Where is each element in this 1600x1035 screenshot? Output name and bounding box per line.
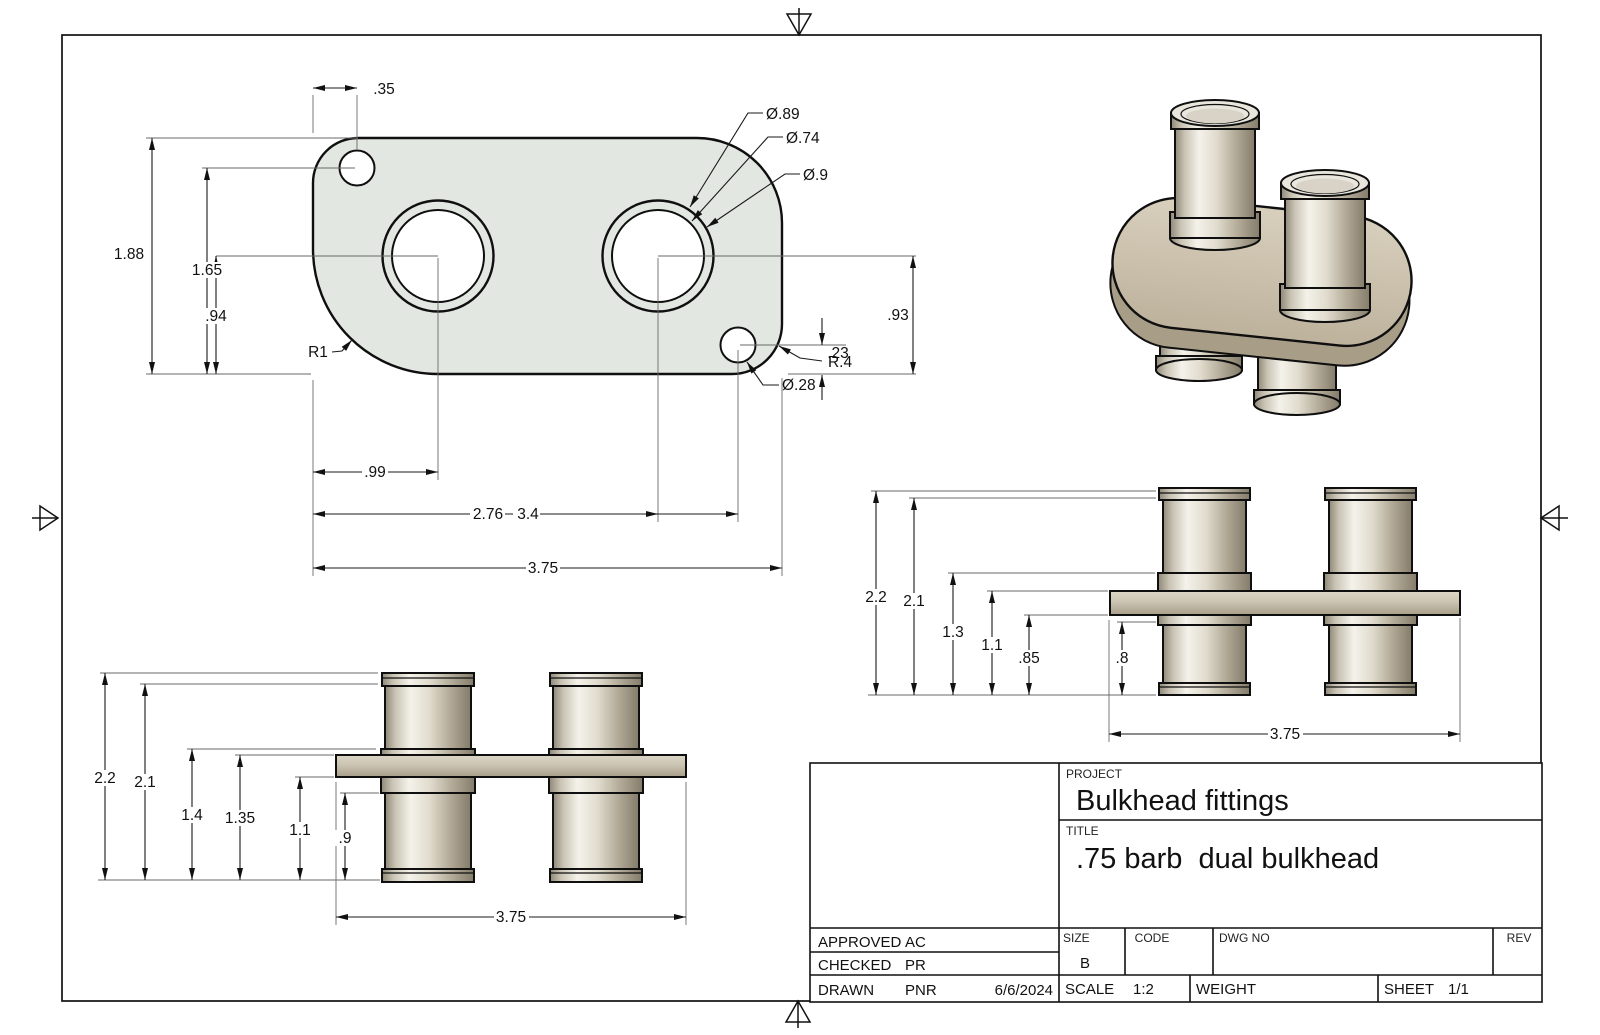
size-value: B bbox=[1080, 955, 1090, 972]
side-dim-body-height: 2.1 bbox=[903, 593, 925, 610]
front-view-labels: 2.2 2.1 1.4 1.35 1.1 .9 3.75 bbox=[93, 770, 529, 926]
side-view-extension-lines bbox=[868, 490, 1461, 742]
side-dim-collar-top: 1.3 bbox=[942, 624, 964, 641]
side-right-barb bbox=[1323, 487, 1418, 696]
registration-mark-left bbox=[32, 504, 60, 532]
registration-mark-right bbox=[1539, 504, 1568, 532]
side-view: 2.2 2.1 1.3 1.1 .85 .8 3.75 bbox=[864, 487, 1461, 743]
dim-hole1-x: .99 bbox=[364, 464, 386, 481]
dim-plate-height: 1.88 bbox=[114, 246, 144, 263]
side-dim-total-height: 2.2 bbox=[865, 589, 887, 606]
side-dim-total-width: 3.75 bbox=[1270, 726, 1300, 743]
front-dim-total-height: 2.2 bbox=[94, 770, 116, 787]
top-view: .35 1.88 1.65 .94 R1 Ø.89 Ø.74 Ø.9 .93 .… bbox=[114, 81, 916, 577]
side-dim-plate-bottom: .85 bbox=[1018, 650, 1040, 667]
side-left-barb bbox=[1157, 487, 1252, 696]
iso-barb-upper-right bbox=[1279, 169, 1371, 323]
code-label: CODE bbox=[1135, 931, 1170, 945]
sheet-label: SHEET bbox=[1384, 981, 1434, 998]
side-dim-collar-bottom: .8 bbox=[1116, 650, 1129, 667]
front-dim-plate-top: 1.35 bbox=[225, 810, 255, 827]
size-label: SIZE bbox=[1063, 931, 1090, 945]
front-dim-plate-bottom: 1.1 bbox=[289, 822, 311, 839]
project-label: PROJECT bbox=[1066, 767, 1123, 781]
front-dim-collar-top: 1.4 bbox=[181, 807, 203, 824]
side-plate-bar bbox=[1109, 590, 1461, 616]
side-view-labels: 2.2 2.1 1.3 1.1 .85 .8 3.75 bbox=[864, 589, 1303, 743]
drawn-date: 6/6/2024 bbox=[995, 982, 1053, 999]
project-value: Bulkhead fittings bbox=[1076, 785, 1289, 817]
dia-hole-inner: Ø.74 bbox=[786, 130, 820, 147]
label-corner-radius: R1 bbox=[308, 344, 328, 361]
front-plate-bar bbox=[335, 754, 687, 778]
registration-mark-bottom bbox=[784, 999, 812, 1028]
title-value: .75 barb dual bulkhead bbox=[1076, 843, 1379, 875]
dim-small-hole-x: 3.4 bbox=[517, 506, 539, 523]
approved-value: AC bbox=[905, 934, 926, 951]
dia-small-hole: Ø.28 bbox=[782, 377, 816, 394]
dim-small-hole-edge: .23 bbox=[827, 345, 849, 362]
dwg-no-label: DWG NO bbox=[1219, 931, 1270, 945]
top-view-extension-lines bbox=[146, 95, 916, 576]
dia-counterbore-outer: Ø.89 bbox=[766, 106, 800, 123]
dim-hole-center-y: .94 bbox=[205, 308, 227, 325]
checked-label: CHECKED bbox=[818, 957, 892, 974]
front-view: 2.2 2.1 1.4 1.35 1.1 .9 3.75 bbox=[93, 672, 687, 926]
dim-total-width: 3.75 bbox=[528, 560, 558, 577]
title-label: TITLE bbox=[1066, 824, 1099, 838]
title-block: PROJECT Bulkhead fittings TITLE .75 barb… bbox=[809, 762, 1543, 1003]
iso-barb-upper-left bbox=[1169, 99, 1261, 251]
front-dim-collar-bottom: .9 bbox=[339, 830, 352, 847]
scale-label: SCALE bbox=[1065, 981, 1114, 998]
dim-hole2-x: 2.76 bbox=[473, 506, 503, 523]
sheet-value: 1/1 bbox=[1448, 981, 1469, 998]
dim-center-to-edge: .93 bbox=[887, 307, 909, 324]
checked-value: PR bbox=[905, 957, 926, 974]
isometric-view bbox=[1109, 99, 1413, 416]
label-corner-radius-small: R.4 bbox=[828, 354, 853, 371]
side-dim-plate-top: 1.1 bbox=[981, 637, 1003, 654]
drawn-value: PNR bbox=[905, 982, 937, 999]
registration-mark-top bbox=[785, 8, 813, 37]
front-left-barb bbox=[380, 672, 476, 883]
front-dim-total-width: 3.75 bbox=[496, 909, 526, 926]
drawn-label: DRAWN bbox=[818, 982, 874, 999]
dim-small-hole-y: 1.65 bbox=[192, 262, 222, 279]
weight-label: WEIGHT bbox=[1196, 981, 1256, 998]
top-view-labels: .35 1.88 1.65 .94 R1 Ø.89 Ø.74 Ø.9 .93 .… bbox=[114, 81, 912, 577]
scale-value: 1:2 bbox=[1133, 981, 1154, 998]
dim-hole-offset: .35 bbox=[373, 81, 395, 98]
approved-label: APPROVED bbox=[818, 934, 902, 951]
dia-counterbore: Ø.9 bbox=[803, 167, 828, 184]
rev-label: REV bbox=[1507, 931, 1532, 945]
front-dim-body-height: 2.1 bbox=[134, 774, 156, 791]
front-right-barb bbox=[548, 672, 644, 883]
